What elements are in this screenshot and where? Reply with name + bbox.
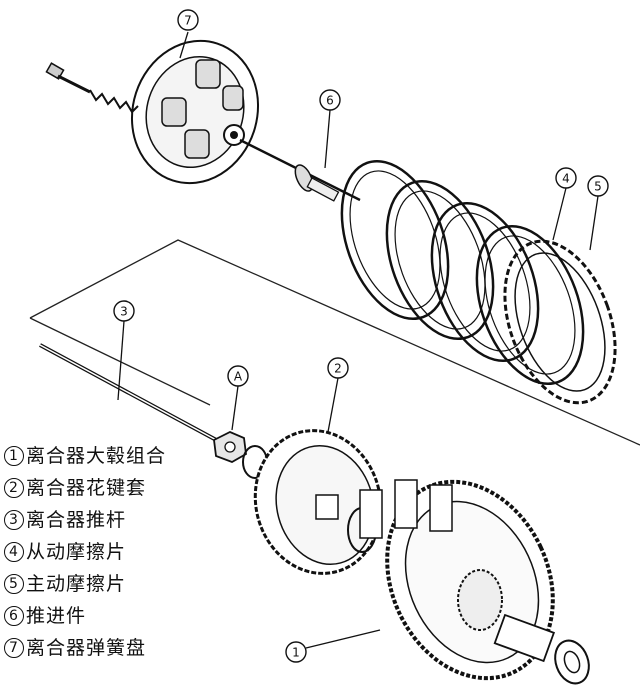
svg-text:6: 6 <box>326 94 334 108</box>
callout-4: 4 <box>555 167 577 189</box>
legend-label: 离合器花键套 <box>26 477 147 499</box>
callout-3: 3 <box>113 300 135 322</box>
svg-text:4: 4 <box>562 172 570 186</box>
legend-number: 7 <box>4 638 24 658</box>
svg-text:1: 1 <box>292 646 300 660</box>
friction-plate-stack <box>340 159 617 405</box>
legend-number: 3 <box>4 510 24 530</box>
leader-lines <box>117 31 599 649</box>
legend-number: 1 <box>4 446 24 466</box>
legend-number: 5 <box>4 574 24 594</box>
svg-text:5: 5 <box>594 180 602 194</box>
legend-label: 离合器大毂组合 <box>26 445 167 467</box>
assembly-boundary-lower <box>29 317 211 406</box>
spline-sleeve-part <box>253 429 383 575</box>
svg-text:2: 2 <box>334 362 342 376</box>
svg-text:3: 3 <box>120 305 128 319</box>
push-piece-part <box>239 138 361 202</box>
legend-label: 离合器弹簧盘 <box>26 637 147 659</box>
callout-6: 6 <box>319 89 341 111</box>
svg-text:A: A <box>234 370 243 384</box>
nut-and-washer <box>213 431 268 479</box>
callout-2: 2 <box>327 357 349 379</box>
callout-A: A <box>227 365 249 387</box>
legend-number: 4 <box>4 542 24 562</box>
legend-number: 6 <box>4 606 24 626</box>
legend-number: 2 <box>4 478 24 498</box>
clutch-hub-assembly-part <box>359 479 590 685</box>
callout-1: 1 <box>285 641 307 663</box>
legend-label: 推进件 <box>26 605 87 627</box>
svg-text:7: 7 <box>184 14 192 28</box>
callout-5: 5 <box>587 175 609 197</box>
callout-7: 7 <box>177 9 199 31</box>
spring-plate-part <box>130 39 260 185</box>
legend-label: 离合器推杆 <box>26 509 127 531</box>
bolt-and-spring <box>45 62 139 114</box>
legend-label: 从动摩擦片 <box>26 541 127 563</box>
assembly-boundary <box>29 239 640 446</box>
legend-label: 主动摩擦片 <box>26 573 127 595</box>
push-rod-part <box>39 343 221 444</box>
